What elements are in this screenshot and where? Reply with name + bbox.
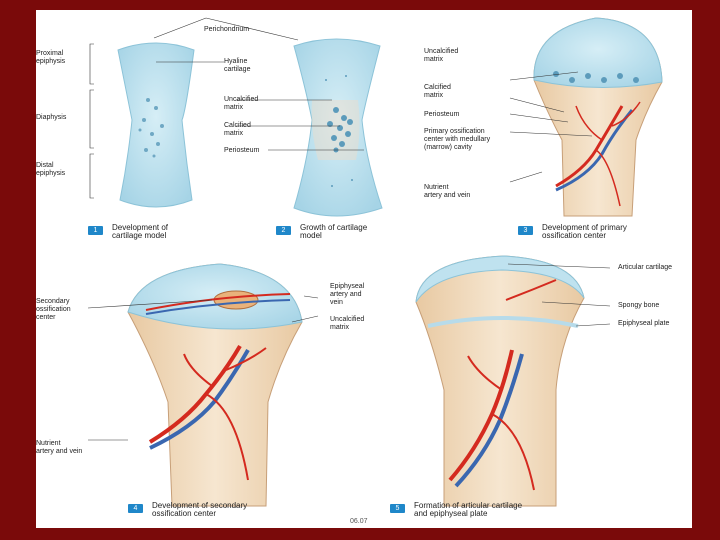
stage-caption-2: Growth of cartilage model: [300, 224, 367, 240]
label-proximal-epiphysis: Proximal epiphysis: [36, 50, 65, 66]
label-periosteum-2: Periosteum: [224, 147, 259, 155]
label-calcified-matrix-3: Calcified matrix: [424, 84, 451, 100]
label-hyaline-cartilage: Hyaline cartilage: [224, 58, 250, 74]
stage5-articular-cartilage: [416, 256, 584, 506]
stage-caption-5: Formation of articular cartilage and epi…: [414, 502, 522, 518]
label-articular-cartilage: Articular cartilage: [618, 264, 672, 272]
stage4-secondary-ossification: [128, 264, 302, 506]
stage2-cartilage-growth: [294, 39, 382, 216]
label-periosteum-3: Periosteum: [424, 111, 459, 119]
stage-caption-4: Development of secondary ossification ce…: [152, 502, 247, 518]
stage3-primary-ossification: [534, 18, 662, 216]
label-calcified-matrix-2: Calcified matrix: [224, 122, 251, 138]
label-uncalcified-matrix-3: Uncalcified matrix: [424, 48, 458, 64]
label-secondary-ossification-center: Secondary ossification center: [36, 298, 71, 322]
label-nutrient-artery-3: Nutrient artery and vein: [424, 184, 470, 200]
stage-caption-3: Development of primary ossification cent…: [542, 224, 627, 240]
stage-badge-4: 4: [128, 504, 143, 513]
label-epiphyseal-plate: Epiphyseal plate: [618, 320, 669, 328]
label-primary-ossification-center: Primary ossification center with medulla…: [424, 128, 490, 152]
figure-code: 06.07: [350, 518, 368, 526]
stage-badge-1: 1: [88, 226, 103, 235]
label-distal-epiphysis: Distal epiphysis: [36, 162, 65, 178]
stage-badge-2: 2: [276, 226, 291, 235]
label-spongy-bone: Spongy bone: [618, 302, 659, 310]
stage-badge-3: 3: [518, 226, 533, 235]
stage-badge-5: 5: [390, 504, 405, 513]
label-nutrient-artery-4: Nutrient artery and vein: [36, 440, 82, 456]
label-perichondrium: Perichondrium: [204, 26, 249, 34]
stage-caption-1: Development of cartilage model: [112, 224, 168, 240]
bone-development-figure: [36, 10, 692, 528]
label-uncalcified-matrix-4: Uncalcified matrix: [330, 316, 364, 332]
stage1-cartilage-model: [118, 43, 194, 207]
label-epiphyseal-artery: Epiphyseal artery and vein: [330, 283, 364, 307]
label-diaphysis: Diaphysis: [36, 114, 66, 122]
figure-panel: Perichondrium Proximal epiphysis Hyaline…: [36, 10, 692, 528]
label-uncalcified-matrix-2: Uncalcified matrix: [224, 96, 258, 112]
